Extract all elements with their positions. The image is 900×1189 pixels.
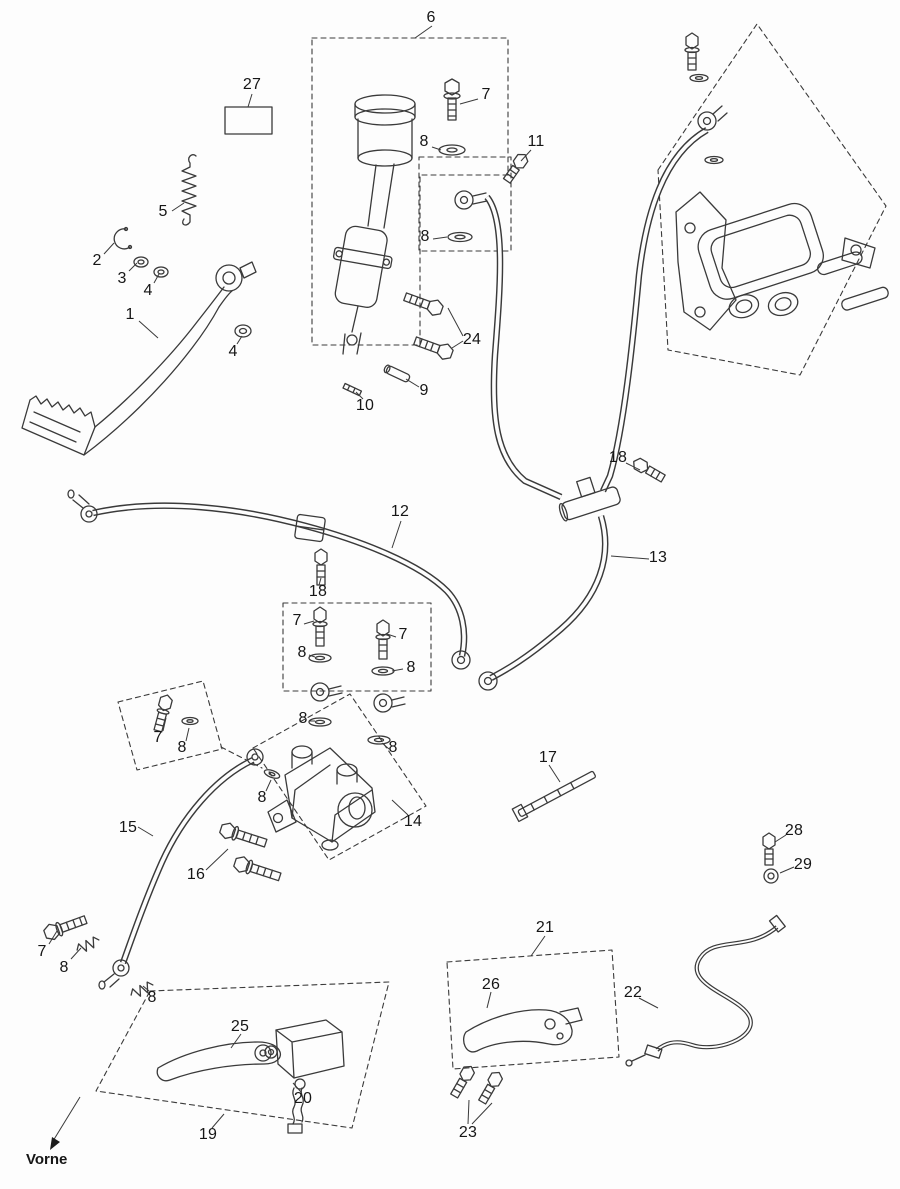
bolt-7-left-box xyxy=(153,694,173,733)
arrowhead xyxy=(50,1137,60,1150)
cable-tie-17 xyxy=(511,770,596,823)
group-box-front-lever xyxy=(95,981,390,1129)
bolt-23a xyxy=(450,1065,476,1099)
group-box-lever-26 xyxy=(446,949,620,1070)
washer-3 xyxy=(133,256,149,268)
bleed-nipple xyxy=(850,244,862,256)
bolt-16a xyxy=(219,822,268,848)
push-rod-9 xyxy=(383,364,411,383)
bolt-18-mid xyxy=(314,548,328,586)
dashed-group-boxes xyxy=(95,23,887,1129)
switch-wiring-20 xyxy=(287,1087,304,1134)
lever-26 xyxy=(462,1009,573,1053)
banjo-fitting-upper xyxy=(454,190,488,210)
bolt-7-mid-left xyxy=(312,606,328,647)
vorne-arrow xyxy=(50,1096,81,1150)
circlip xyxy=(113,228,131,250)
banjo-bolt-11 xyxy=(502,153,529,184)
bolt-16b xyxy=(233,856,282,882)
group-box-junction-block xyxy=(252,693,427,861)
bolt-18-right xyxy=(633,457,666,483)
front-fastener-hardware xyxy=(43,915,154,997)
caliper-washer-upper xyxy=(689,73,709,83)
lever-bracket-body xyxy=(275,1019,345,1079)
hose-clamp-and-bolt xyxy=(294,513,328,586)
reservoir-cap xyxy=(354,94,416,114)
junction-block-14 xyxy=(267,745,376,851)
lever-26-group xyxy=(450,1007,583,1105)
caliper-body xyxy=(697,202,824,319)
caliper-banjo-fitting xyxy=(697,105,728,131)
caliper-banjo-bolt xyxy=(684,32,700,71)
orientation-label: Vorne xyxy=(26,1151,68,1168)
hose-15 xyxy=(119,757,255,965)
master-cylinder-hardware xyxy=(342,78,529,397)
washer-8-block xyxy=(263,769,281,779)
clevis-pin xyxy=(346,334,358,346)
caliper-bracket xyxy=(675,191,737,331)
banjo-fitting-left xyxy=(310,682,343,702)
pedal-pivot-boss xyxy=(215,264,243,292)
hose-tee-junction xyxy=(558,457,666,522)
cable-path xyxy=(655,925,779,1052)
return-spring xyxy=(181,154,197,226)
bolt-24a xyxy=(403,292,444,316)
spring-8b xyxy=(130,981,154,997)
group-box-rear-caliper xyxy=(657,23,887,376)
group-box-union-bolts xyxy=(282,602,432,692)
junction-hardware xyxy=(153,606,406,882)
washer-8-left-box xyxy=(181,716,199,726)
group-box-bolt-washer xyxy=(117,680,223,771)
caliper-slide-pins xyxy=(816,251,889,311)
rear-master-cylinder xyxy=(224,94,416,355)
part-27-plate xyxy=(224,106,273,135)
bolt-7-top xyxy=(443,78,461,121)
brake-hoses xyxy=(92,127,709,965)
rear-caliper-assembly xyxy=(675,32,889,331)
bolt-23b xyxy=(478,1071,504,1105)
washer-8-mid-3 xyxy=(308,717,332,727)
master-cylinder-body xyxy=(332,225,393,308)
front-master-cylinder xyxy=(156,1019,345,1134)
pedal-serrated-pad xyxy=(29,395,96,428)
adjuster-hardware xyxy=(762,832,779,884)
cable-end-fittings xyxy=(625,914,786,1067)
leader-lines xyxy=(48,25,795,1129)
washer-8-banjo xyxy=(447,231,473,243)
washer-8-mid-4 xyxy=(367,735,391,745)
roll-pin-10 xyxy=(342,382,363,397)
reservoir-body xyxy=(357,149,413,167)
washer-8-mid-1 xyxy=(308,653,332,663)
hose-end-fittings xyxy=(67,489,498,990)
caliper-washer-lower xyxy=(704,155,724,165)
clutch-cable-22 xyxy=(625,914,786,1067)
washer-8-top xyxy=(438,144,466,156)
bolt-7-mid-right xyxy=(375,619,391,660)
washer-29 xyxy=(763,868,779,884)
banjo-fitting-right xyxy=(373,693,406,713)
group-box-banjo xyxy=(418,156,512,252)
washer-8-mid-2 xyxy=(371,666,395,676)
spring-8a xyxy=(76,936,100,952)
washer-4a xyxy=(153,266,169,278)
bolt-24b xyxy=(413,336,454,360)
washer-4b xyxy=(234,324,252,338)
pedal-hardware xyxy=(113,154,252,338)
bolt-7-bottom-left xyxy=(43,915,88,941)
bolt-28 xyxy=(762,832,776,866)
reservoir-neck xyxy=(367,163,395,229)
brake-pedal xyxy=(21,261,257,456)
hose-12 xyxy=(92,502,468,657)
